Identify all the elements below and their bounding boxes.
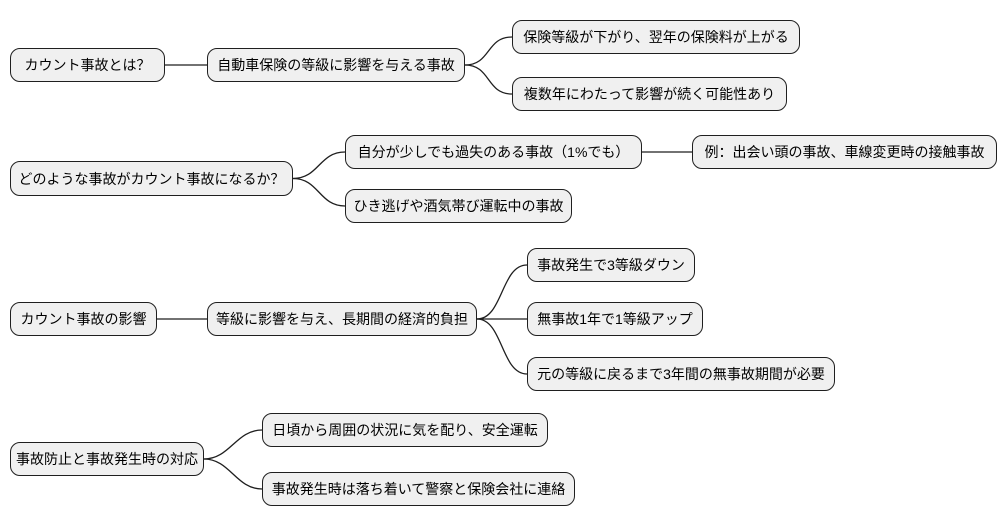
mindmap-node-topic1-main: 自動車保険の等級に影響を与える事故 bbox=[207, 48, 465, 82]
mindmap-node-topic2-sub2: ひき逃げや酒気帯び運転中の事故 bbox=[345, 189, 572, 223]
mindmap-node-topic1: カウント事故とは？ bbox=[10, 48, 165, 82]
mindmap-node-topic4-sub2: 事故発生時は落ち着いて警察と保険会社に連絡 bbox=[262, 472, 575, 506]
mindmap-node-topic2: どのような事故がカウント事故になるか？ bbox=[10, 161, 293, 196]
edge-topic4-to-topic4-sub1 bbox=[203, 429, 263, 460]
edge-topic1-main-to-topic1-sub1 bbox=[464, 36, 513, 66]
mindmap-node-topic1-sub1: 保険等級が下がり、翌年の保険料が上がる bbox=[512, 20, 800, 54]
mindmap-node-topic3-sub1: 事故発生で3等級ダウン bbox=[527, 248, 695, 282]
edge-topic1-main-to-topic1-sub2 bbox=[464, 64, 513, 95]
mindmap-node-topic4: 事故防止と事故発生時の対応 bbox=[10, 442, 204, 476]
edge-topic3-main-to-topic3-sub3 bbox=[476, 318, 528, 375]
mindmap-node-topic1-sub2: 複数年にわたって影響が続く可能性あり bbox=[512, 77, 787, 111]
mindmap-node-topic3-main: 等級に影響を与え、長期間の経済的負担 bbox=[207, 302, 477, 336]
mindmap-node-topic2-sub1: 自分が少しでも過失のある事故（1%でも） bbox=[345, 135, 642, 169]
edge-topic2-to-topic2-sub1 bbox=[292, 151, 346, 180]
edge-topic3-main-to-topic3-sub1 bbox=[476, 264, 528, 320]
mindmap-node-topic3-sub3: 元の等級に戻るまで3年間の無事故期間が必要 bbox=[527, 357, 835, 391]
mindmap-node-topic3: カウント事故の影響 bbox=[10, 302, 157, 336]
mindmap-node-topic2-sub1-ex: 例：出会い頭の事故、車線変更時の接触事故 bbox=[692, 135, 997, 169]
mindmap-node-topic4-sub1: 日頃から周囲の状況に気を配り、安全運転 bbox=[262, 413, 548, 447]
edge-topic2-to-topic2-sub2 bbox=[292, 177, 346, 207]
mindmap-node-topic3-sub2: 無事故1年で1等級アップ bbox=[527, 302, 703, 336]
edge-topic4-to-topic4-sub2 bbox=[203, 458, 263, 490]
